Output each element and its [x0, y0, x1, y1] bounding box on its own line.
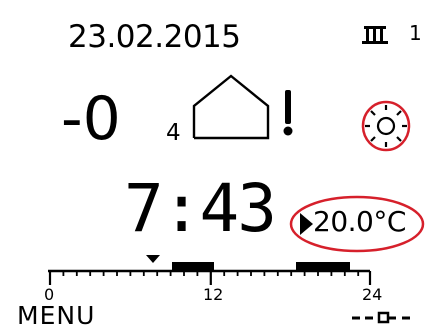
tick-label-12: 12: [203, 285, 224, 304]
tick-label-0: 0: [44, 285, 55, 304]
heating-circuit-number: 1: [409, 21, 422, 45]
outdoor-temperature: -0: [61, 84, 121, 154]
current-time: 7:43: [124, 170, 277, 247]
program-block-2: [296, 262, 350, 271]
program-block-1: [172, 262, 214, 271]
menu-label[interactable]: MENU: [17, 301, 96, 330]
outdoor-temperature-decimal: 4: [166, 120, 181, 146]
current-date: 23.02.2015: [68, 19, 241, 55]
sun-icon: [365, 105, 407, 147]
house-icon: [192, 74, 270, 140]
setpoint-unit: °C: [373, 205, 406, 238]
heating-circuit-icon: [362, 26, 388, 44]
setpoint-value: 20.0: [313, 205, 374, 238]
tick-label-24: 24: [362, 285, 383, 304]
sun-highlight-circle: [361, 100, 411, 152]
page-indicator-icon: [352, 311, 410, 324]
down-triangle-icon: [146, 255, 160, 263]
setpoint-arrow-icon: [300, 213, 313, 235]
program-timeline-axis: [48, 269, 372, 285]
room-setpoint[interactable]: 20.0°C: [313, 208, 406, 236]
setpoint-highlight-ellipse: [289, 195, 425, 253]
exclamation-icon: [283, 90, 293, 136]
